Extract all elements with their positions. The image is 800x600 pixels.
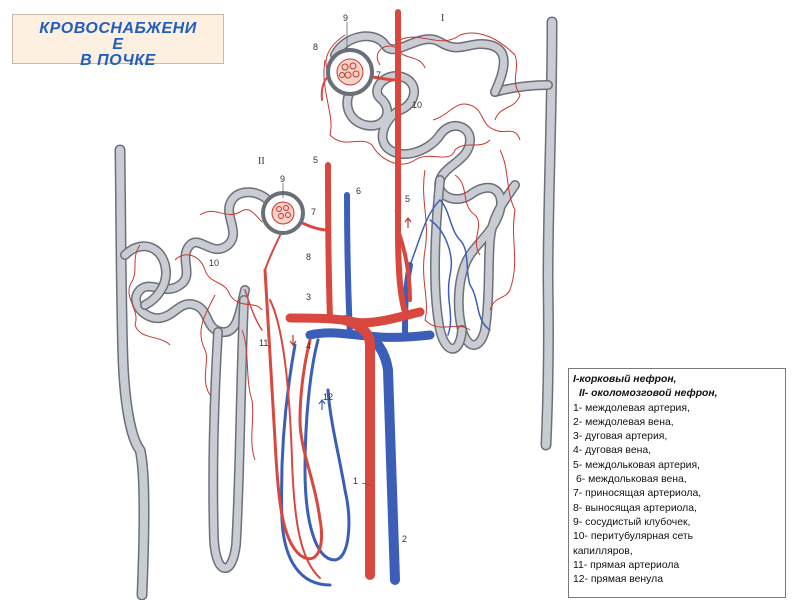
veins <box>280 192 491 587</box>
arcuate-artery <box>285 307 425 328</box>
interlobular-artery-right <box>394 9 408 315</box>
legend-header-juxtamedullary: II- околомозговой нефрон, <box>579 388 718 400</box>
interlobular-vein <box>344 192 353 338</box>
glomeruli <box>261 48 374 235</box>
title-line-1: КРОВОСНАБЖЕНИ <box>39 20 197 37</box>
arrow-down-arteriole <box>289 335 297 346</box>
flow-arrows <box>289 217 412 410</box>
legend-item: 11- прямая артериола <box>573 559 680 571</box>
arteries <box>244 9 425 580</box>
straight-arteriole <box>263 268 324 561</box>
legend-header-cortical: I-корковый нефрон, <box>573 374 677 385</box>
label-8-upper: 8 <box>313 42 318 52</box>
tubules <box>114 16 558 600</box>
label-5-right: 5 <box>405 194 410 204</box>
glomerulus-I <box>326 48 374 96</box>
legend-box: I-корковый нефрон, II- околомозговой неф… <box>568 368 786 598</box>
legend-item: капилляров, <box>573 545 633 557</box>
legend-item: 8- выносящая артериола, <box>573 502 697 514</box>
interlobular-artery-left <box>325 162 333 321</box>
label-9-lower: 9 <box>280 174 285 184</box>
title-line-2: Е <box>112 36 124 53</box>
title-box: КРОВОСНАБЖЕНИ Е В ПОЧКЕ <box>12 14 224 69</box>
legend-item: 6- междольковая вена, <box>576 474 687 486</box>
label-7-upper: 7 <box>376 70 381 80</box>
arrow-up-venule <box>318 399 326 410</box>
title-line-3: В ПОЧКЕ <box>80 52 156 69</box>
label-6: 6 <box>356 186 361 196</box>
label-2: 2 <box>402 534 407 544</box>
legend-item: 5- междольковая артерия, <box>573 459 700 471</box>
legend-item: 12- прямая венула <box>573 574 663 586</box>
label-4: 4 <box>306 341 311 351</box>
legend-item: 4- дуговая вена, <box>573 445 652 457</box>
legend-item: 9- сосудистый клубочек, <box>573 516 691 528</box>
leader-lines <box>282 22 371 486</box>
label-9-upper: 9 <box>343 13 348 23</box>
number-labels: I II 9 8 7 10 5 6 5 9 7 8 3 4 10 11 12 1… <box>209 13 444 544</box>
left-collecting-duct-fill <box>116 146 149 599</box>
straight-venule <box>303 338 351 562</box>
label-1: 1 <box>353 476 358 486</box>
legend-item: 7- приносящая артериола, <box>573 488 702 500</box>
glomerulus-II <box>261 191 305 235</box>
legend-item: 1- междолевая артерия, <box>573 402 690 414</box>
label-5-left: 5 <box>313 155 318 165</box>
arrow-up-artery <box>404 217 412 228</box>
right-collecting-duct-fill <box>542 18 556 449</box>
legend-item: 3- дуговая артерия, <box>573 431 668 443</box>
interlobar-artery <box>340 315 376 580</box>
label-7-lower: 7 <box>311 207 316 217</box>
label-roman-I: I <box>441 13 444 24</box>
legend-item: 10- перитубулярная сеть <box>573 531 694 543</box>
label-10-lower: 10 <box>209 258 219 268</box>
label-10-upper: 10 <box>412 100 422 110</box>
legend-item: 2- междолевая вена, <box>573 416 674 428</box>
label-12: 12 <box>323 392 333 402</box>
label-roman-II: II <box>258 156 265 167</box>
label-8-lower: 8 <box>306 252 311 262</box>
label-11: 11 <box>259 338 268 348</box>
interlobar-vein <box>363 331 400 585</box>
label-3: 3 <box>306 292 311 302</box>
